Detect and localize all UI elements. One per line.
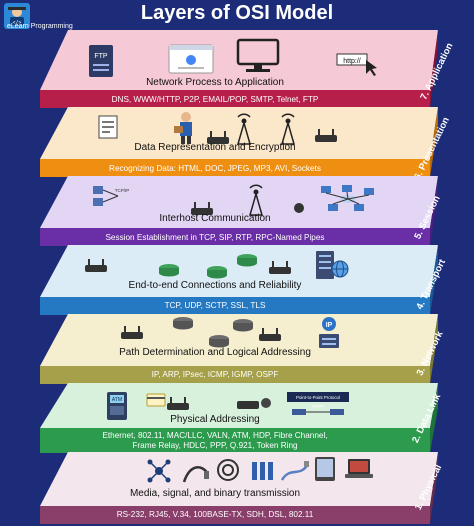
router-icon	[314, 129, 338, 143]
laptop-icon	[344, 458, 374, 480]
router-icon	[290, 200, 308, 214]
layer-data-link: ATM Point-to-Point Protocol (PPP)	[0, 383, 474, 453]
layer-application: FTP http:// Network Process to Applicati…	[0, 30, 474, 108]
layer-slab	[40, 176, 438, 246]
antenna-tower-icon	[278, 111, 298, 145]
switch-icon	[236, 253, 258, 267]
layer-protocols: Session Establishment in TCP, SIP, RTP, …	[105, 233, 325, 242]
ip-icon: IP	[314, 316, 344, 350]
router-icon	[268, 261, 292, 275]
layer-network: IP Path Determination and Logical Addres…	[0, 314, 474, 384]
url-cursor-icon: http://	[336, 52, 382, 76]
router-icon	[206, 131, 230, 145]
modem-icon	[236, 391, 272, 411]
atm-icon: ATM	[106, 391, 128, 421]
layer-title: Interhost Communication	[159, 213, 271, 224]
layer-protocols: IP, ARP, IPsec, ICMP, IGMP, OSPF	[151, 370, 279, 379]
cable-icon	[182, 462, 210, 484]
layer-session: TCP/IP	[0, 176, 474, 246]
ppp-icon: Point-to-Point Protocol (PPP)	[286, 391, 350, 417]
layer-title: Physical Addressing	[170, 414, 260, 425]
cable-bundle-icon	[250, 460, 276, 484]
layer-protocols-line: Frame Relay, HDLC, PPP, Q.921, Token Rin…	[132, 441, 298, 450]
network-nodes-icon	[146, 458, 172, 484]
layer-physical: Media, signal, and binary transmission R…	[0, 452, 474, 526]
switch-icon	[172, 316, 194, 330]
layer-protocols: DNS, WWW/HTTP, P2P, EMAIL/POP, SMTP, Tel…	[111, 95, 319, 104]
card-icon	[146, 393, 166, 407]
brand-name: eLearn Programming	[7, 23, 73, 30]
layer-protocols: TCP, UDP, SCTP, SSL, TLS	[164, 301, 266, 310]
network-map-icon	[320, 184, 376, 214]
switch-icon	[232, 318, 254, 332]
router-icon	[166, 397, 190, 411]
antenna-tower-icon	[234, 111, 254, 145]
layer-title: Path Determination and Logical Addressin…	[119, 347, 311, 358]
layer-transport: End-to-end Connections and Reliability T…	[0, 245, 474, 315]
router-icon	[258, 328, 282, 342]
browser-search-icon	[168, 44, 214, 74]
server-globe-icon	[314, 249, 350, 283]
layer-slab	[40, 107, 438, 177]
switch-icon	[208, 334, 230, 348]
ftp-server-icon: FTP	[88, 44, 114, 78]
layer-protocols: RS-232, RJ45, V.34, 100BASE-TX, SDH, DSL…	[116, 510, 314, 519]
layer-title: Data Representation and Encryption	[134, 142, 296, 153]
phone-cable-icon	[280, 460, 310, 484]
router-icon	[120, 326, 144, 340]
svg-text:TCP/IP: TCP/IP	[115, 188, 130, 193]
layer-protocols: Recognizing Data: HTML, DOC, JPEG, MP3, …	[109, 164, 321, 173]
computer-monitor-icon	[236, 38, 280, 74]
layer-title: End-to-end Connections and Reliability	[128, 280, 302, 291]
layer-presentation: Data Representation and Encryption Recog…	[0, 107, 474, 182]
svg-text:</>: </>	[12, 20, 21, 26]
svg-text:FTP: FTP	[94, 53, 108, 60]
svg-text:Point-to-Point Protocol: Point-to-Point Protocol	[296, 395, 340, 400]
svg-text:IP: IP	[326, 322, 333, 329]
svg-text:http://: http://	[343, 58, 361, 65]
router-icon	[84, 259, 108, 273]
layer-slab	[40, 452, 438, 524]
layer-title: Media, signal, and binary transmission	[129, 488, 301, 499]
switch-icon	[158, 263, 180, 277]
antenna-tower-icon	[246, 182, 266, 216]
tablet-icon	[314, 456, 336, 482]
layer-protocols-line: Ethernet, 802.11, MAC/LLC, VALN, ATM, HD…	[102, 431, 328, 440]
brand-logo: </> eLearn Programming	[4, 3, 102, 35]
courier-icon	[172, 111, 200, 145]
page-title: Layers of OSI Model	[140, 2, 334, 24]
svg-text:ATM: ATM	[112, 397, 122, 403]
layer-slab	[40, 245, 438, 315]
document-icon	[98, 115, 118, 139]
network-hosts-icon: TCP/IP	[92, 184, 132, 210]
coder-avatar-icon: </>	[4, 3, 30, 29]
layer-title: Network Process to Application	[146, 77, 284, 88]
fiber-cable-icon	[214, 456, 242, 484]
router-icon	[190, 202, 214, 216]
switch-icon	[206, 265, 228, 279]
svg-text:(PPP): (PPP)	[312, 404, 324, 409]
